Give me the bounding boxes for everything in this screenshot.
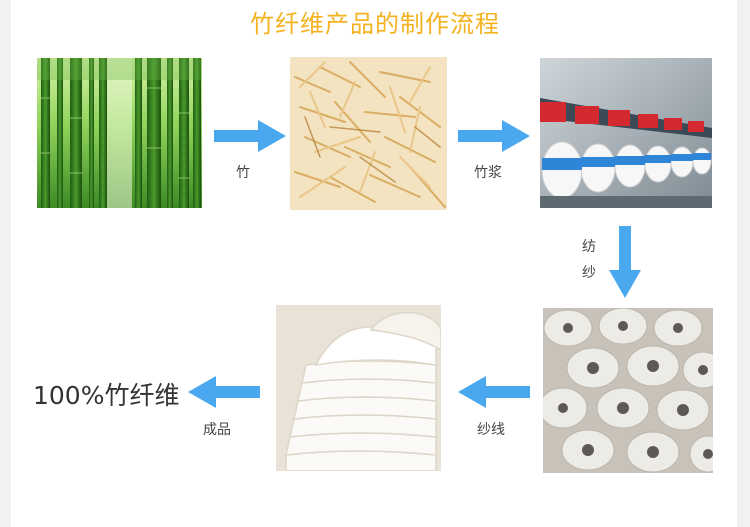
bamboo-forest-image xyxy=(37,58,202,208)
arrow-left-icon xyxy=(188,376,260,412)
arrow-down-icon xyxy=(609,226,641,302)
step-label-bamboo: 竹 xyxy=(236,162,250,182)
step-label-spinning-1: 纺 xyxy=(582,236,596,256)
spinning-machine-image xyxy=(540,58,712,208)
step-label-spinning-2: 纱 xyxy=(582,262,596,282)
arrow-right-icon xyxy=(214,120,286,156)
yarn-cones-image xyxy=(543,308,713,473)
step-label-yarn: 纱线 xyxy=(477,419,505,439)
arrow-left-icon xyxy=(458,376,530,412)
folded-towels-image xyxy=(276,305,441,471)
step-label-pulp: 竹浆 xyxy=(474,162,502,182)
step-label-finished: 成品 xyxy=(203,419,231,439)
page-title: 竹纤维产品的制作流程 xyxy=(0,4,750,39)
arrow-right-icon xyxy=(458,120,530,156)
bamboo-pulp-image xyxy=(290,57,447,210)
final-product-label: 100%竹纤维 xyxy=(33,376,179,412)
